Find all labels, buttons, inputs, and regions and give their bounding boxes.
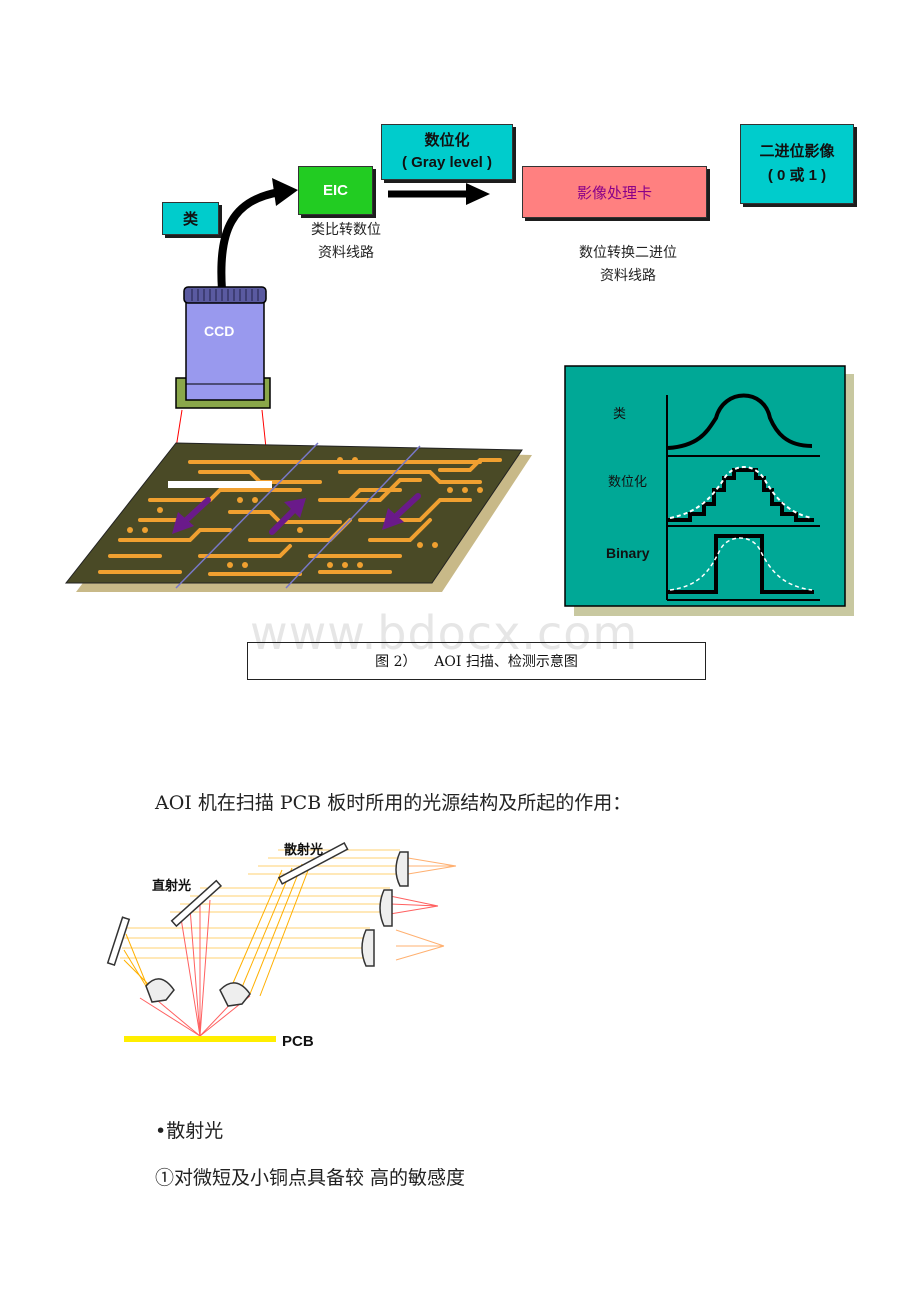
image-card-box: 影像处理卡: [522, 166, 707, 218]
eic-box: EIC: [298, 166, 373, 215]
lens-5: [219, 982, 251, 1007]
analog-label: 类: [182, 211, 198, 228]
pcb-bar: [124, 1036, 276, 1042]
scan-line: [168, 481, 272, 488]
ccd-label: CCD: [204, 323, 234, 339]
lens-1: [395, 851, 409, 887]
eic-caption: 类比转数位 资料线路: [290, 219, 402, 265]
signal-panel: [564, 365, 846, 607]
binary-line1: 二进位影像: [759, 143, 835, 160]
scatter-label: 散射光: [284, 842, 323, 858]
signal-label-analog: 类: [613, 407, 626, 422]
direct-mirror: [170, 879, 223, 928]
card-caption-line1: 数位转换二进位: [579, 245, 677, 261]
light-source-diagram: 散射光 直射光 PCB: [106, 841, 457, 1050]
card-caption-line2: 资料线路: [600, 268, 656, 284]
signal-label-binary: Binary: [606, 545, 650, 561]
signal-label-digital: 数位化: [608, 475, 647, 490]
binary-signal: [668, 534, 814, 594]
ccd-cap: [183, 286, 267, 304]
watermark: www.bdocx.com: [250, 606, 639, 660]
digital-signal: [668, 468, 814, 522]
lens-2: [379, 889, 393, 927]
lens-3: [361, 929, 375, 967]
bullet-scatter-light: •散射光: [155, 1120, 224, 1142]
paragraph-light-source: AOI 机在扫描 PCB 板时所用的光源结构及所起的作用：: [155, 792, 632, 814]
item-sensitivity: ①对微短及小铜点具备较 高的敏感度: [155, 1167, 466, 1189]
curved-arrow-head: [272, 178, 298, 206]
digitize-box: 数位化 ( Gray level ): [381, 124, 513, 180]
figure-caption-text: 图 2） AOI 扫描、检测示意图: [375, 654, 578, 670]
card-caption: 数位转换二进位 资料线路: [548, 242, 708, 288]
curved-arrow: [217, 188, 281, 291]
analog-signal: [667, 393, 813, 450]
side-mirror: [106, 916, 131, 967]
figure-caption: 图 2） AOI 扫描、检测示意图: [247, 642, 706, 680]
scatter-mirror: [277, 841, 349, 885]
image-card-label: 影像处理卡: [576, 184, 652, 202]
digitize-line2: ( Gray level ): [401, 154, 493, 171]
straight-arrow-head: [466, 183, 490, 205]
binary-line2: ( 0 或 1 ): [767, 167, 827, 184]
scan-illustration: CCD: [64, 178, 854, 616]
eic-label: EIC: [322, 182, 348, 199]
eic-caption-line1: 类比转数位: [311, 222, 381, 238]
binary-image-box: 二进位影像 ( 0 或 1 ): [740, 124, 854, 204]
digitize-line1: 数位化: [424, 132, 470, 149]
eic-caption-line2: 资料线路: [318, 245, 374, 261]
direct-label: 直射光: [152, 878, 191, 894]
ccd-body: [185, 299, 265, 401]
analog-label-box: 类: [162, 202, 219, 235]
lens-4: [145, 978, 175, 1003]
pcb-label: PCB: [282, 1033, 314, 1050]
